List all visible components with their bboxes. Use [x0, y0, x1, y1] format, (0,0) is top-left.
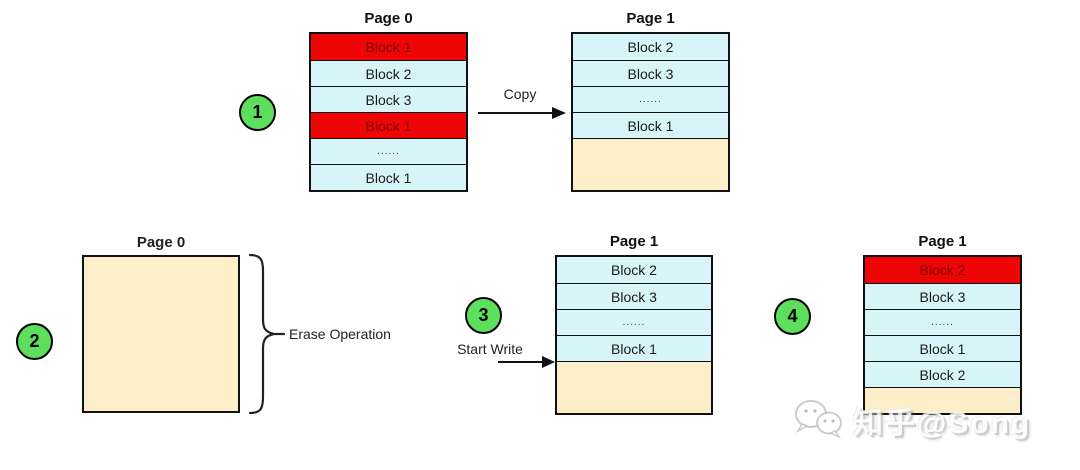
free-space-row: [557, 361, 711, 413]
step-3-badge: 3: [465, 297, 502, 334]
block-table: Block 1 Block 2 Block 3 Block 1 ...... B…: [309, 32, 468, 192]
block-row-ellipsis: ......: [573, 86, 728, 112]
free-space-row: [865, 387, 1020, 413]
block-row: Block 2: [865, 257, 1020, 283]
block-row: Block 1: [865, 335, 1020, 361]
block-row: Block 1: [573, 112, 728, 138]
block-row-ellipsis: ......: [557, 309, 711, 335]
block-row: Block 2: [557, 257, 711, 283]
step-2-badge: 2: [16, 323, 53, 360]
step-1-badge: 1: [239, 94, 276, 131]
page0-table-step1: Page 0 Block 1 Block 2 Block 3 Block 1 .…: [309, 8, 468, 192]
copy-arrow-label: Copy: [503, 86, 537, 102]
block-row: Block 2: [573, 34, 728, 60]
block-table: Block 2 Block 3 ...... Block 1 Block 2: [863, 255, 1022, 415]
page-title: Page 1: [626, 10, 675, 27]
start-write-arrow-icon: [498, 356, 555, 368]
page1-table-step1: Page 1 Block 2 Block 3 ...... Block 1: [571, 8, 730, 192]
block-table: Block 2 Block 3 ...... Block 1: [571, 32, 730, 192]
step-4-badge: 4: [774, 298, 811, 335]
page-title: Page 0: [136, 234, 186, 251]
block-row-ellipsis: ......: [311, 138, 466, 164]
erase-brace-icon: [248, 253, 286, 415]
block-row: Block 1: [311, 34, 466, 60]
block-row: Block 1: [557, 335, 711, 361]
block-row: Block 2: [311, 60, 466, 86]
block-row: Block 1: [311, 112, 466, 138]
page-title: Page 1: [918, 233, 967, 250]
block-row: Block 1: [311, 164, 466, 190]
block-row: Block 3: [573, 60, 728, 86]
start-write-label: Start Write: [457, 341, 523, 357]
block-row: Block 3: [865, 283, 1020, 309]
block-table: Block 2 Block 3 ...... Block 1: [555, 255, 713, 415]
free-space-row: [573, 138, 728, 190]
block-row: Block 3: [311, 86, 466, 112]
block-row-ellipsis: ......: [865, 309, 1020, 335]
page1-table-step3: Page 1 Block 2 Block 3 ...... Block 1: [555, 231, 713, 415]
chat-bubbles-icon: [795, 400, 842, 439]
block-row: Block 3: [557, 283, 711, 309]
erase-operation-label: Erase Operation: [289, 326, 391, 342]
block-row: Block 2: [865, 361, 1020, 387]
page-title: Page 0: [364, 10, 413, 27]
copy-arrow-icon: [478, 107, 566, 119]
erased-page-square: [82, 255, 240, 413]
page1-table-step4: Page 1 Block 2 Block 3 ...... Block 1 Bl…: [863, 231, 1022, 415]
page-title: Page 1: [609, 233, 659, 250]
